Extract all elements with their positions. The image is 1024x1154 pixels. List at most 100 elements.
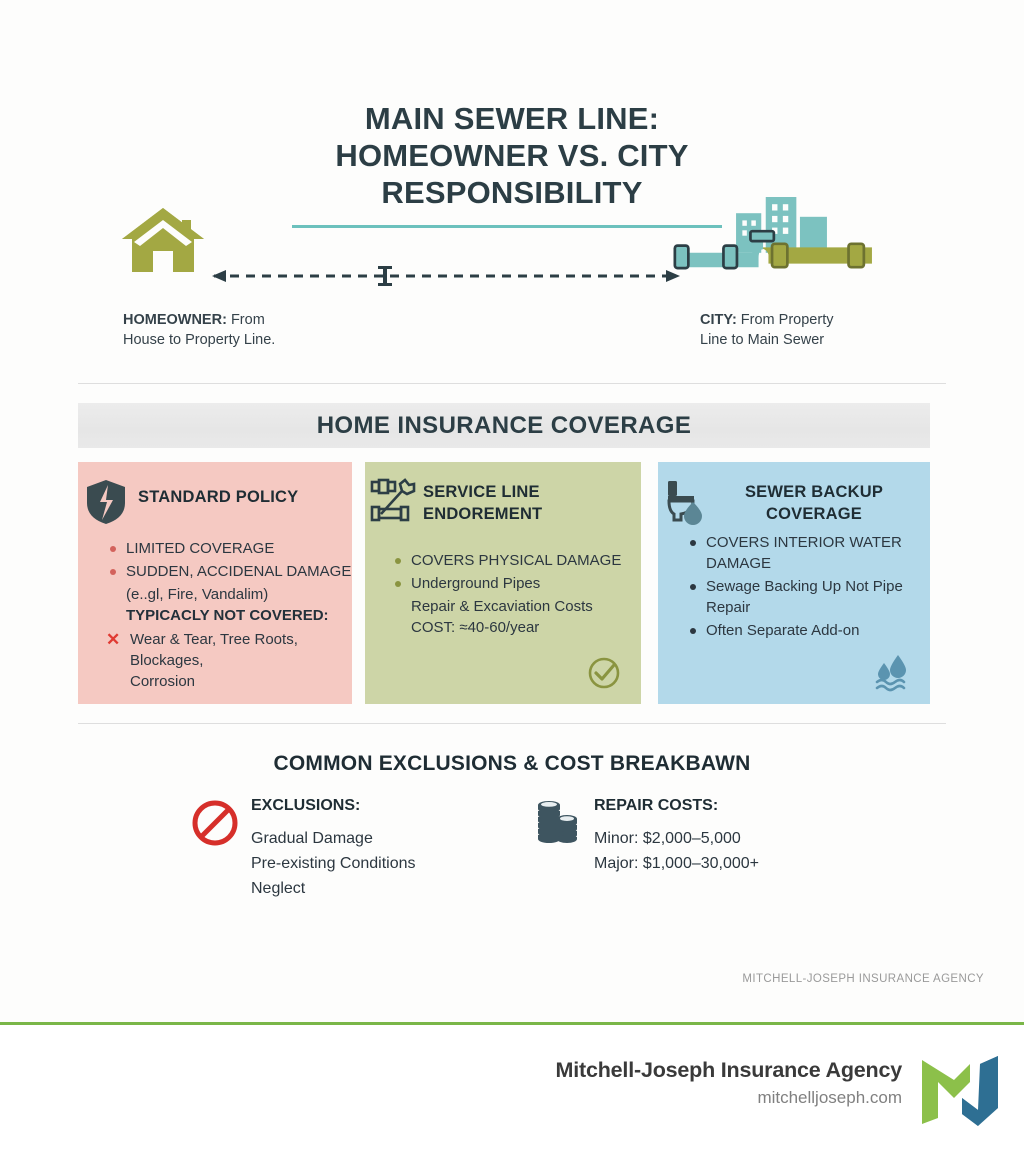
city-caption-line2: Line to Main Sewer bbox=[700, 332, 825, 348]
list-item: COVERS PHYSICAL DAMAGE bbox=[389, 550, 641, 571]
footer-website-url[interactable]: mitchelljoseph.com bbox=[757, 1088, 902, 1107]
list-item: Sewage Backing Up Not Pipe Repair bbox=[684, 576, 930, 618]
card-cost-line: COST: ≈40-60/year bbox=[411, 619, 540, 636]
bullet-text: Often Separate Add-on bbox=[706, 622, 860, 639]
card-body: COVERS INTERIOR WATER DAMAGE Sewage Back… bbox=[658, 532, 930, 643]
page-title: MAIN SEWER LINE: HOMEOWNER VS. CITY RESP… bbox=[0, 100, 1024, 211]
title-line-3: RESPONSIBILITY bbox=[381, 175, 643, 210]
x-mark-icon: ✕ bbox=[106, 630, 121, 649]
repair-costs-line: Minor: $2,000–5,000 bbox=[594, 830, 741, 847]
card-title-line-2: COVERAGE bbox=[765, 505, 863, 523]
excluded-line-3: Corrosion bbox=[130, 673, 196, 690]
exclusions-line: Pre-existing Conditions bbox=[251, 855, 416, 872]
coin-stacks-icon bbox=[538, 801, 577, 843]
card-service-line-endorsement[interactable]: SERVICE LINE ENDOREMENT COVERS PHYSICAL … bbox=[365, 462, 641, 704]
bullet-text: Sewage Backing Up Not Pipe Repair bbox=[706, 578, 903, 616]
card-strong-line: TYPICACLY NOT COVERED: bbox=[126, 607, 329, 624]
repair-costs-line: Major: $1,000–30,000+ bbox=[594, 855, 760, 872]
homeowner-caption: HOMEOWNER: From House to Property Line. bbox=[123, 310, 373, 350]
excluded-line-1: Wear & Tear, Tree Roots, bbox=[130, 631, 298, 648]
bullet-text: Underground Pipes bbox=[411, 575, 541, 592]
title-line-1: MAIN SEWER LINE: bbox=[364, 101, 660, 136]
card-sub-line: (e..gl, Fire, Vandalim) bbox=[126, 586, 269, 603]
card-title-line-2: ENDOREMENT bbox=[423, 505, 543, 523]
divider-bottom bbox=[78, 723, 946, 724]
toilet-water-drop-icon bbox=[658, 476, 714, 526]
exclusions-block: EXCLUSIONS: Gradual Damage Pre-existing … bbox=[185, 795, 515, 901]
bullet-text: LIMITED COVERAGE bbox=[126, 540, 275, 557]
exclusions-text: EXCLUSIONS: Gradual Damage Pre-existing … bbox=[251, 795, 515, 901]
prohibition-icon bbox=[192, 800, 238, 846]
bullet-dot bbox=[690, 540, 696, 546]
card-body: LIMITED COVERAGE SUDDEN, ACCIDENAL DAMAG… bbox=[78, 538, 352, 692]
card-header: SEWER BACKUP COVERAGE bbox=[658, 476, 930, 526]
card-title: SEWER BACKUP COVERAGE bbox=[714, 476, 914, 525]
repair-costs-text: REPAIR COSTS: Minor: $2,000–5,000 Major:… bbox=[594, 795, 858, 876]
excluded-item: Corrosion bbox=[104, 671, 352, 692]
homeowner-caption-line2: House to Property Line. bbox=[123, 332, 276, 348]
excluded-line-2: Blockages, bbox=[130, 652, 204, 669]
exclusions-heading: EXCLUSIONS: bbox=[251, 797, 361, 814]
excluded-item: ✕ Wear & Tear, Tree Roots, bbox=[104, 629, 352, 650]
coverage-cards: STANDARD POLICY LIMITED COVERAGE SUDDEN,… bbox=[0, 462, 1024, 704]
footer-company-name: Mitchell-Joseph Insurance Agency bbox=[555, 1058, 903, 1082]
bullet-text: SUDDEN, ACCIDENAL DAMAGE bbox=[126, 563, 352, 580]
check-circle-icon bbox=[588, 657, 620, 689]
city-caption-label: CITY: bbox=[700, 312, 737, 328]
bullet-dot bbox=[110, 546, 116, 552]
divider-top bbox=[78, 383, 946, 384]
bullet-text: COVERS INTERIOR WATER DAMAGE bbox=[706, 534, 902, 572]
exclusions-costs-title: COMMON EXCLUSIONS & COST BREAKBAWN bbox=[273, 752, 751, 775]
title-line-2: HOMEOWNER VS. CITY bbox=[335, 138, 689, 173]
mj-monogram-logo bbox=[922, 1056, 998, 1126]
repair-costs-block: REPAIR COSTS: Minor: $2,000–5,000 Major:… bbox=[528, 795, 858, 876]
coverage-banner-title: HOME INSURANCE COVERAGE bbox=[316, 411, 692, 439]
card-sub-line: Repair & Excaviation Costs bbox=[411, 598, 593, 615]
excluded-item: Blockages, bbox=[104, 650, 352, 671]
card-sewer-backup-coverage[interactable]: SEWER BACKUP COVERAGE COVERS INTERIOR WA… bbox=[658, 462, 930, 704]
bullet-dot bbox=[395, 558, 401, 564]
responsibility-diagram: HOMEOWNER: From House to Property Line. … bbox=[0, 180, 1024, 355]
footer bbox=[0, 1025, 1024, 1154]
list-item: COVERS INTERIOR WATER DAMAGE bbox=[684, 532, 930, 574]
homeowner-caption-label: HOMEOWNER: bbox=[123, 312, 227, 328]
exclusions-line: Gradual Damage bbox=[251, 830, 373, 847]
list-item: LIMITED COVERAGE bbox=[104, 538, 352, 559]
card-header: STANDARD POLICY bbox=[78, 476, 352, 526]
card-title-line-1: STANDARD POLICY bbox=[138, 488, 299, 506]
water-waves-icon bbox=[875, 655, 906, 692]
exclusions-line: Neglect bbox=[251, 880, 306, 897]
card-title-line-1: SEWER BACKUP bbox=[744, 483, 884, 501]
sewer-pipe-icon bbox=[673, 229, 872, 270]
homeowner-caption-text: From bbox=[226, 312, 265, 328]
card-bullet-list: COVERS PHYSICAL DAMAGE Underground Pipes bbox=[389, 550, 641, 594]
repair-costs-heading: REPAIR COSTS: bbox=[594, 797, 719, 814]
card-header: SERVICE LINE ENDOREMENT bbox=[365, 476, 641, 525]
pipe-wrench-icon bbox=[365, 476, 421, 524]
list-item: Often Separate Add-on bbox=[684, 620, 930, 641]
bullet-text: COVERS PHYSICAL DAMAGE bbox=[411, 552, 622, 569]
property-line-marker-icon bbox=[378, 266, 392, 286]
house-icon bbox=[122, 208, 204, 272]
card-bullet-list: COVERS INTERIOR WATER DAMAGE Sewage Back… bbox=[684, 532, 930, 641]
card-title: SERVICE LINE ENDOREMENT bbox=[421, 476, 542, 525]
card-standard-policy[interactable]: STANDARD POLICY LIMITED COVERAGE SUDDEN,… bbox=[78, 462, 352, 704]
card-title-line-1: SERVICE LINE bbox=[423, 483, 540, 501]
bullet-dot bbox=[690, 628, 696, 634]
bullet-dot bbox=[395, 581, 401, 587]
list-item: Underground Pipes bbox=[389, 573, 641, 594]
city-caption-text: From Property bbox=[736, 312, 834, 328]
card-body: COVERS PHYSICAL DAMAGE Underground Pipes… bbox=[365, 550, 641, 638]
card-bullet-list: LIMITED COVERAGE SUDDEN, ACCIDENAL DAMAG… bbox=[104, 538, 352, 582]
cracked-shield-icon bbox=[78, 476, 134, 526]
footer-rule bbox=[0, 1022, 1024, 1025]
coverage-banner: HOME INSURANCE COVERAGE bbox=[78, 403, 930, 448]
card-title: STANDARD POLICY bbox=[134, 476, 298, 508]
dashed-arrow-icon bbox=[212, 266, 680, 286]
city-skyline-icon bbox=[673, 197, 872, 270]
bullet-dot bbox=[690, 584, 696, 590]
watermark-text: MITCHELL-JOSEPH INSURANCE AGENCY bbox=[742, 973, 984, 985]
bullet-dot bbox=[110, 569, 116, 575]
list-item: SUDDEN, ACCIDENAL DAMAGE bbox=[104, 561, 352, 582]
